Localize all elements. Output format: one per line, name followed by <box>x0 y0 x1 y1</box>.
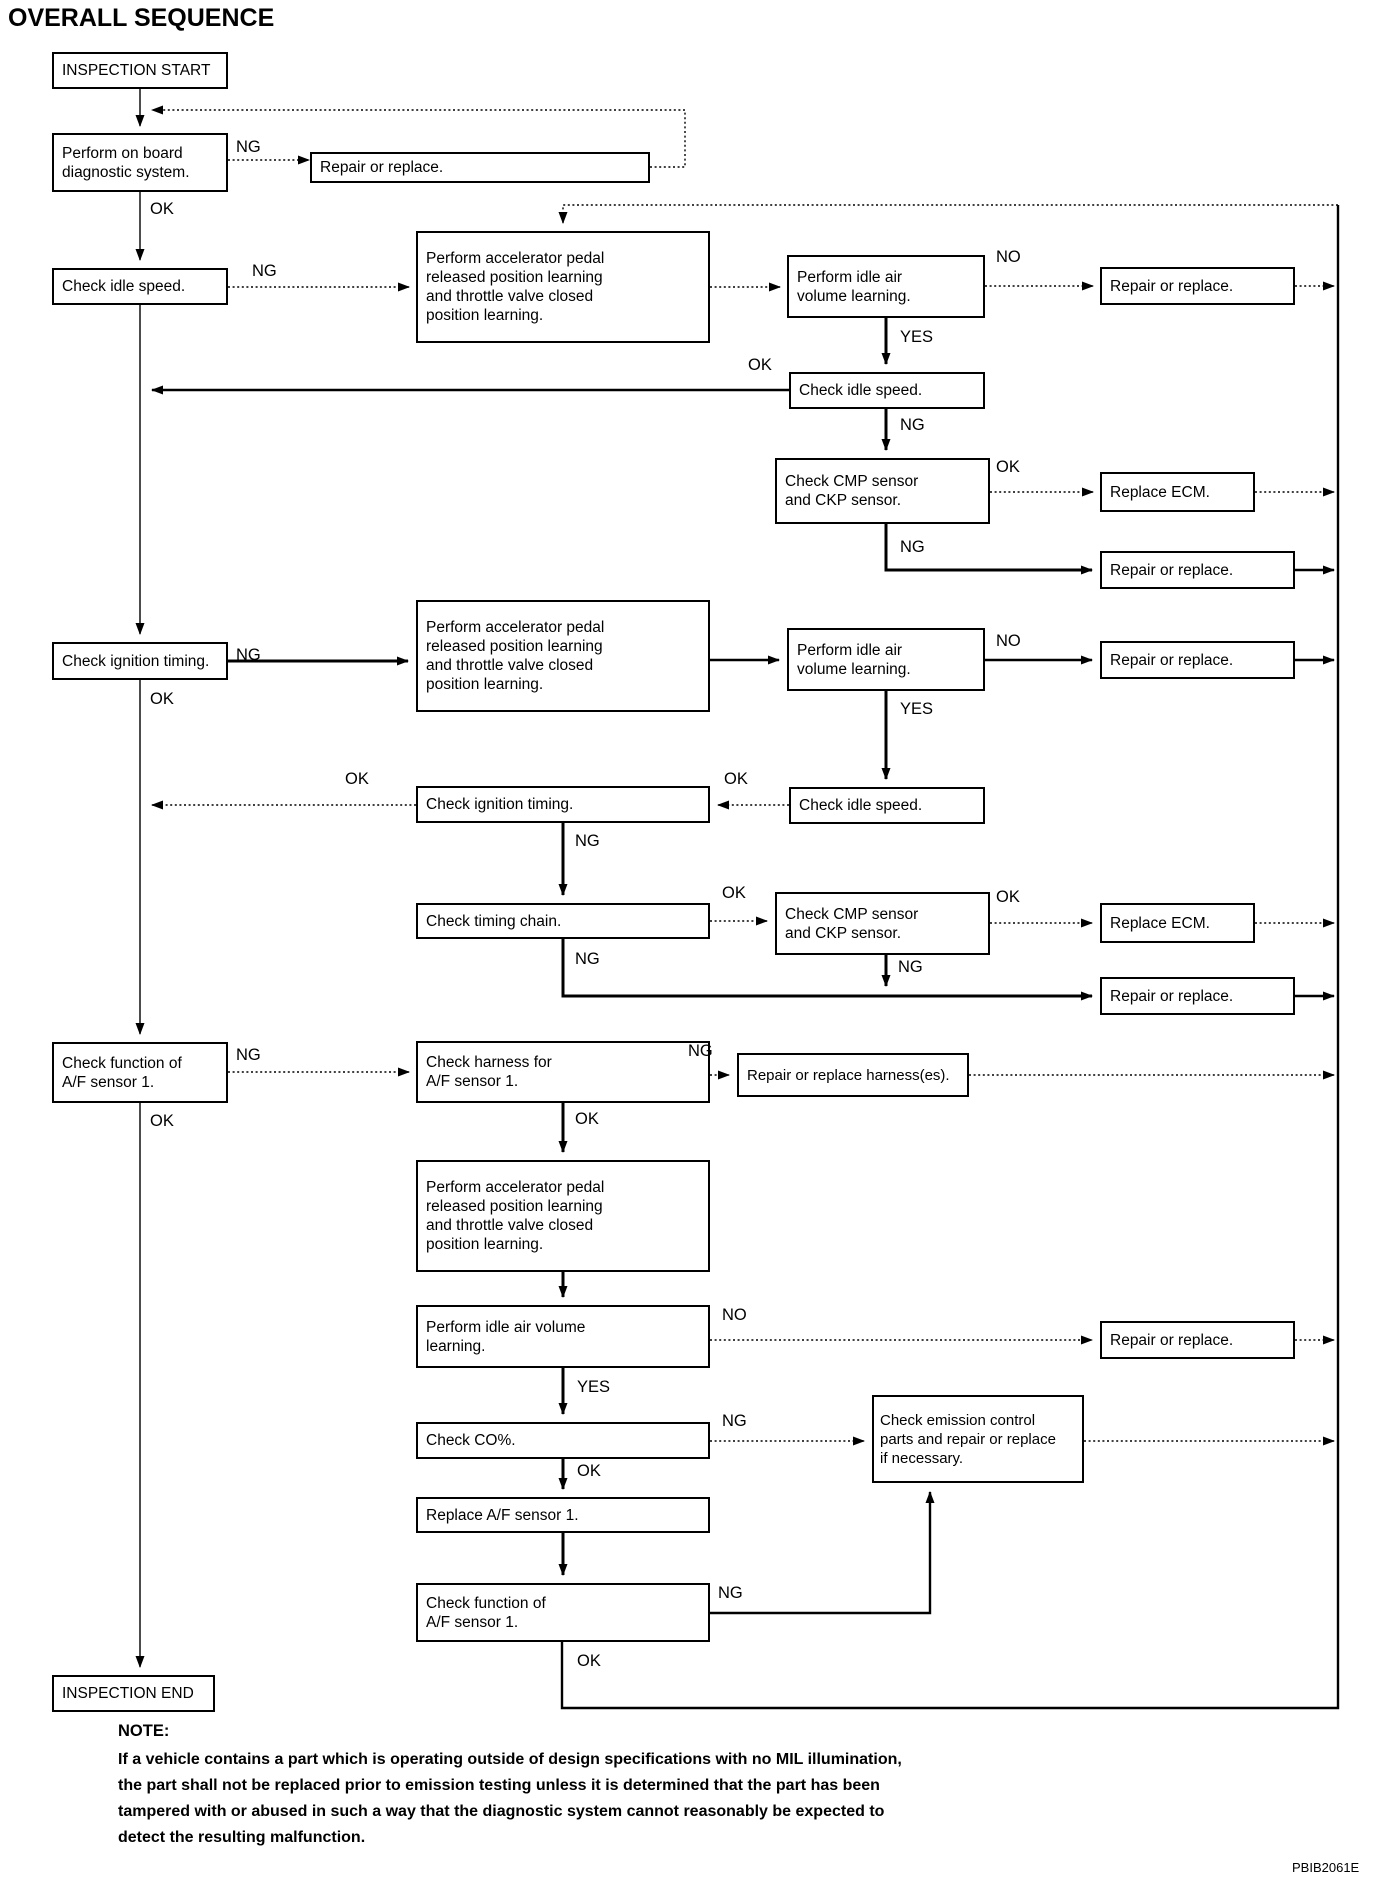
note-heading: NOTE: <box>118 1722 170 1740</box>
node-accel-pedal-learning-2: Perform accelerator pedal released posit… <box>416 600 710 712</box>
edge-label-ok-af-function-1: OK <box>150 1112 174 1130</box>
page-title: OVERALL SEQUENCE <box>8 4 275 32</box>
node-check-emission-control: Check emission control parts and repair … <box>872 1395 1084 1483</box>
edge-label-ng-ignition-2: NG <box>575 832 600 850</box>
node-perform-onboard-diagnostic: Perform on board diagnostic system. <box>52 133 228 192</box>
node-repair-or-replace-1: Repair or replace. <box>310 152 650 183</box>
edge-label-ng-cmp-ckp-2: NG <box>898 958 923 976</box>
node-check-af-function-2: Check function of A/F sensor 1. <box>416 1583 710 1642</box>
node-check-af-function-1: Check function of A/F sensor 1. <box>52 1042 228 1103</box>
edge-label-ok-ignition-1: OK <box>150 690 174 708</box>
node-repair-or-replace-harness: Repair or replace harness(es). <box>737 1053 969 1097</box>
node-idle-air-volume-learning-1: Perform idle air volume learning. <box>787 255 985 318</box>
note-block: NOTE: If a vehicle contains a part which… <box>118 1722 1318 1851</box>
node-repair-or-replace-4: Repair or replace. <box>1100 641 1295 679</box>
node-repair-or-replace-3: Repair or replace. <box>1100 551 1295 589</box>
node-replace-ecm-1: Replace ECM. <box>1100 472 1255 512</box>
edge-label-yes-idle-air-2: YES <box>900 700 934 718</box>
edge-label-ng-af-function-1: NG <box>236 1046 261 1064</box>
note-line: If a vehicle contains a part which is op… <box>118 1751 902 1768</box>
node-check-idle-speed-2: Check idle speed. <box>789 372 985 409</box>
edge-label-ng-af-function-2: NG <box>718 1584 743 1602</box>
edge-label-ok-idle-speed-2: OK <box>748 356 772 374</box>
node-check-cmp-ckp-2: Check CMP sensor and CKP sensor. <box>775 892 990 955</box>
node-replace-af-sensor: Replace A/F sensor 1. <box>416 1497 710 1533</box>
note-line: detect the resulting malfunction. <box>118 1829 366 1846</box>
edge-label-no-idle-air-2: NO <box>996 632 1021 650</box>
edge-label-ok-timing-chain: OK <box>722 884 746 902</box>
node-check-ignition-timing-2: Check ignition timing. <box>416 786 710 823</box>
node-check-af-harness: Check harness for A/F sensor 1. <box>416 1041 710 1103</box>
edge-label-ok-ignition-2: OK <box>345 770 369 788</box>
node-accel-pedal-learning-3: Perform accelerator pedal released posit… <box>416 1160 710 1272</box>
edge-label-ng-cmp-ckp-1: NG <box>900 538 925 556</box>
edge-label-no-idle-air-3: NO <box>722 1306 747 1324</box>
node-check-idle-speed-1: Check idle speed. <box>52 268 228 305</box>
edge-label-ng-af-harness: NG <box>688 1042 713 1060</box>
node-inspection-start: INSPECTION START <box>52 52 228 89</box>
node-check-idle-speed-3: Check idle speed. <box>789 787 985 824</box>
node-replace-ecm-2: Replace ECM. <box>1100 903 1255 943</box>
edge-label-yes-idle-air-1: YES <box>900 328 934 346</box>
edge-label-ok-check-co: OK <box>577 1462 601 1480</box>
node-repair-or-replace-5: Repair or replace. <box>1100 977 1295 1015</box>
node-check-ignition-timing-1: Check ignition timing. <box>52 642 228 680</box>
edge-label-ng-check-co: NG <box>722 1412 747 1430</box>
edge-label-ok-cmp-ckp-2: OK <box>996 888 1020 906</box>
edge-label-no-idle-air-1: NO <box>996 248 1021 266</box>
edge-label-ok-af-function-2: OK <box>577 1652 601 1670</box>
note-line: the part shall not be replaced prior to … <box>118 1777 880 1794</box>
node-inspection-end: INSPECTION END <box>52 1675 215 1712</box>
edge-label-ng-idle-speed-1: NG <box>252 262 277 280</box>
node-accel-pedal-learning-1: Perform accelerator pedal released posit… <box>416 231 710 343</box>
node-idle-air-volume-learning-3: Perform idle air volume learning. <box>416 1305 710 1368</box>
node-repair-or-replace-6: Repair or replace. <box>1100 1321 1295 1359</box>
node-repair-or-replace-2: Repair or replace. <box>1100 267 1295 305</box>
node-idle-air-volume-learning-2: Perform idle air volume learning. <box>787 628 985 691</box>
figure-code: PBIB2061E <box>1292 1860 1360 1875</box>
edge-label-yes-idle-air-3: YES <box>577 1378 611 1396</box>
edge-label-ng-idle-speed-2: NG <box>900 416 925 434</box>
edge-label-ok-af-harness: OK <box>575 1110 599 1128</box>
edge-label-ok-onboard-diag: OK <box>150 200 174 218</box>
edge-label-ng-onboard-diag: NG <box>236 138 261 156</box>
node-check-co: Check CO%. <box>416 1422 710 1459</box>
edge-label-ng-timing-chain: NG <box>575 950 600 968</box>
node-check-cmp-ckp-1: Check CMP sensor and CKP sensor. <box>775 458 990 524</box>
edge-label-ok-idle-speed-3: OK <box>724 770 748 788</box>
node-check-timing-chain: Check timing chain. <box>416 903 710 939</box>
edge-label-ok-cmp-ckp-1: OK <box>996 458 1020 476</box>
note-line: tampered with or abused in such a way th… <box>118 1803 885 1820</box>
edge-label-ng-ignition-1: NG <box>236 646 261 664</box>
